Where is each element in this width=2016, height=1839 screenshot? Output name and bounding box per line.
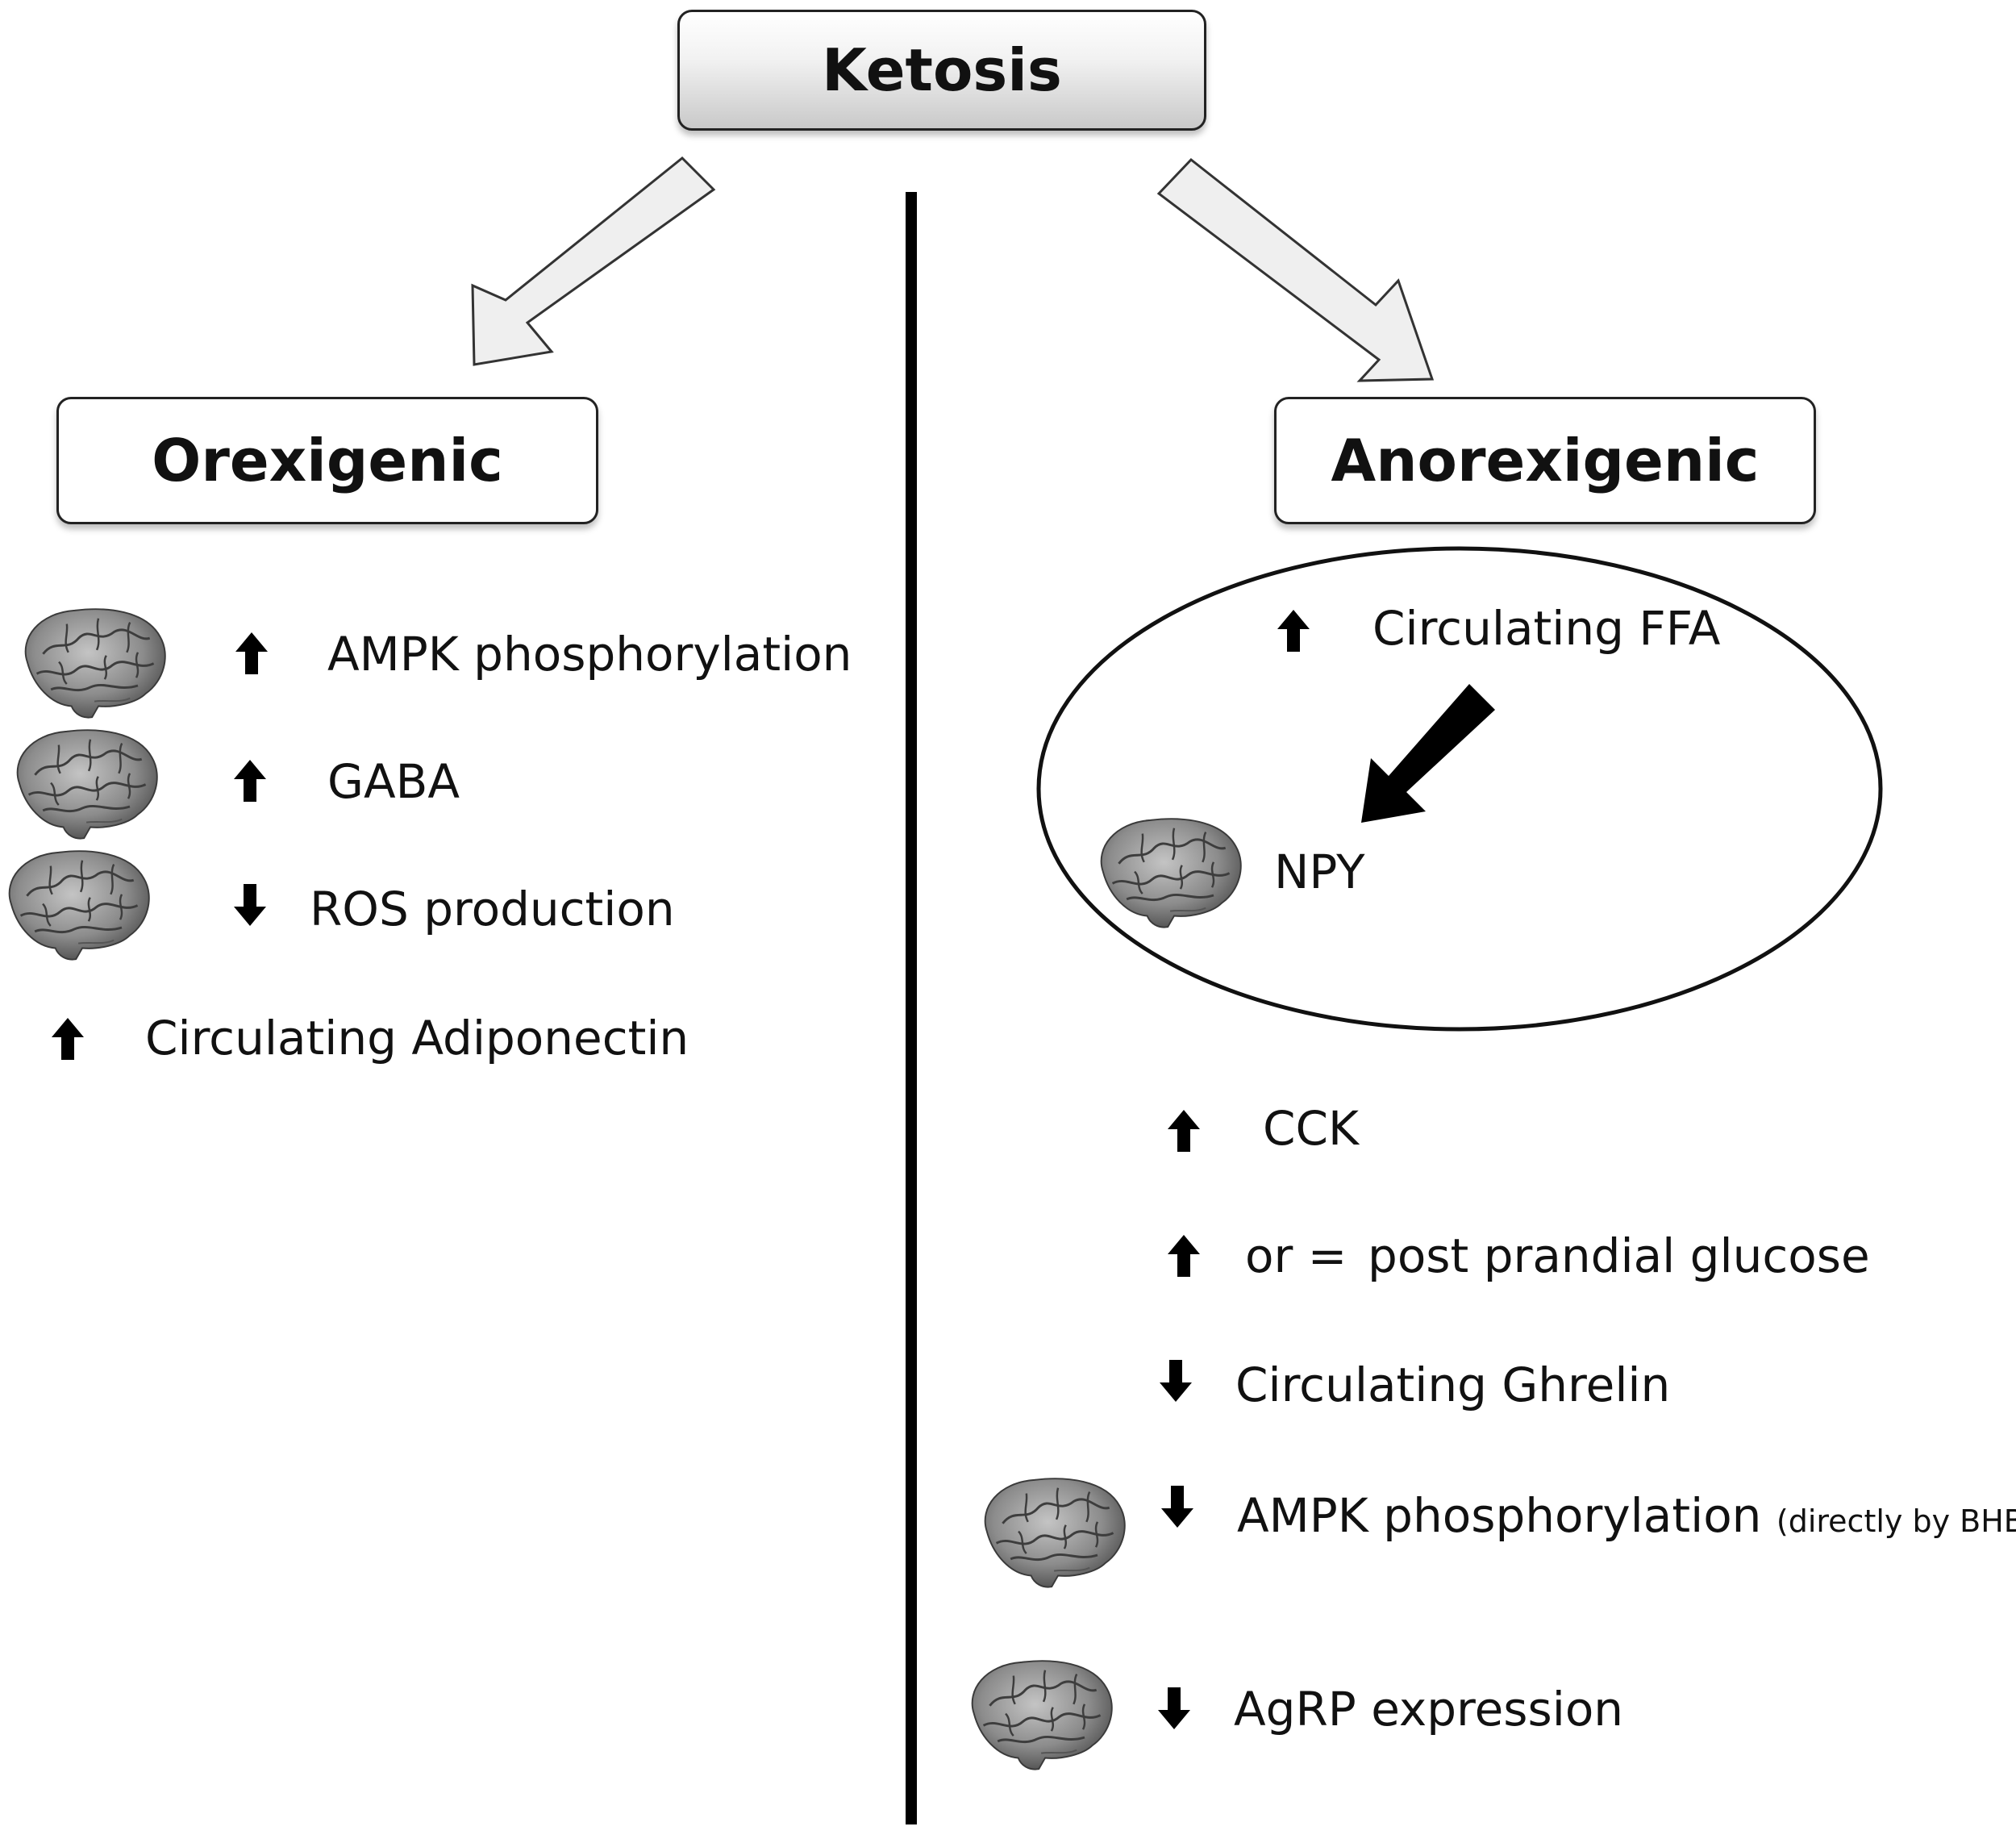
brain-icon xyxy=(984,1477,1127,1589)
arrow-down-icon xyxy=(1160,1360,1192,1402)
brain-icon xyxy=(1100,817,1243,929)
orexigenic-item-label: GABA xyxy=(327,754,460,809)
brain-icon xyxy=(24,607,167,719)
anorexigenic-heading: Anorexigenic xyxy=(1331,427,1760,494)
orexigenic-item-label: ROS production xyxy=(310,882,675,936)
ellipse-top-label: Circulating FFA xyxy=(1372,601,1721,656)
orexigenic-item-label: Circulating Adiponectin xyxy=(145,1011,689,1065)
arrow-up-icon xyxy=(234,760,266,802)
brain-icon xyxy=(971,1659,1114,1771)
arrow-up-icon xyxy=(1277,610,1310,652)
anorexigenic-item-label: AMPK phosphorylation (directly by BHB) xyxy=(1237,1492,2016,1539)
anorexigenic-item-text: AMPK phosphorylation xyxy=(1237,1488,1762,1543)
anorexigenic-item-label: CCK xyxy=(1263,1101,1360,1156)
arrow-up-icon xyxy=(235,632,268,674)
arrow-down-icon xyxy=(234,884,266,926)
orexigenic-box: Orexigenic xyxy=(56,397,598,524)
brain-icon xyxy=(8,849,151,961)
arrow-up-icon xyxy=(1168,1110,1200,1152)
anorexigenic-box: Anorexigenic xyxy=(1274,397,1816,524)
left-hollow-arrow xyxy=(471,156,716,366)
brain-icon xyxy=(16,728,159,840)
right-hollow-arrow xyxy=(1156,157,1435,382)
anorexigenic-item-label: AgRP expression xyxy=(1234,1682,1624,1737)
ketosis-box: Ketosis xyxy=(677,10,1206,131)
arrow-up-icon xyxy=(52,1018,84,1060)
npy-ellipse xyxy=(1036,546,1883,1032)
arrow-down-icon xyxy=(1161,1486,1193,1528)
anorexigenic-item-label: post prandial glucose xyxy=(1368,1228,1870,1283)
ffa-to-npy-arrow xyxy=(1361,684,1495,823)
orexigenic-item-label: AMPK phosphorylation xyxy=(327,627,852,682)
ellipse-bottom-label: NPY xyxy=(1274,844,1365,899)
arrow-down-icon xyxy=(1158,1687,1190,1729)
arrow-up-icon xyxy=(1168,1235,1200,1277)
ketosis-title: Ketosis xyxy=(822,36,1062,104)
anorexigenic-item-note: (directly by BHB) xyxy=(1776,1503,2016,1539)
orexigenic-heading: Orexigenic xyxy=(152,427,503,494)
anorexigenic-item-prefix: or = xyxy=(1245,1228,1347,1283)
anorexigenic-item-label: Circulating Ghrelin xyxy=(1235,1357,1671,1412)
